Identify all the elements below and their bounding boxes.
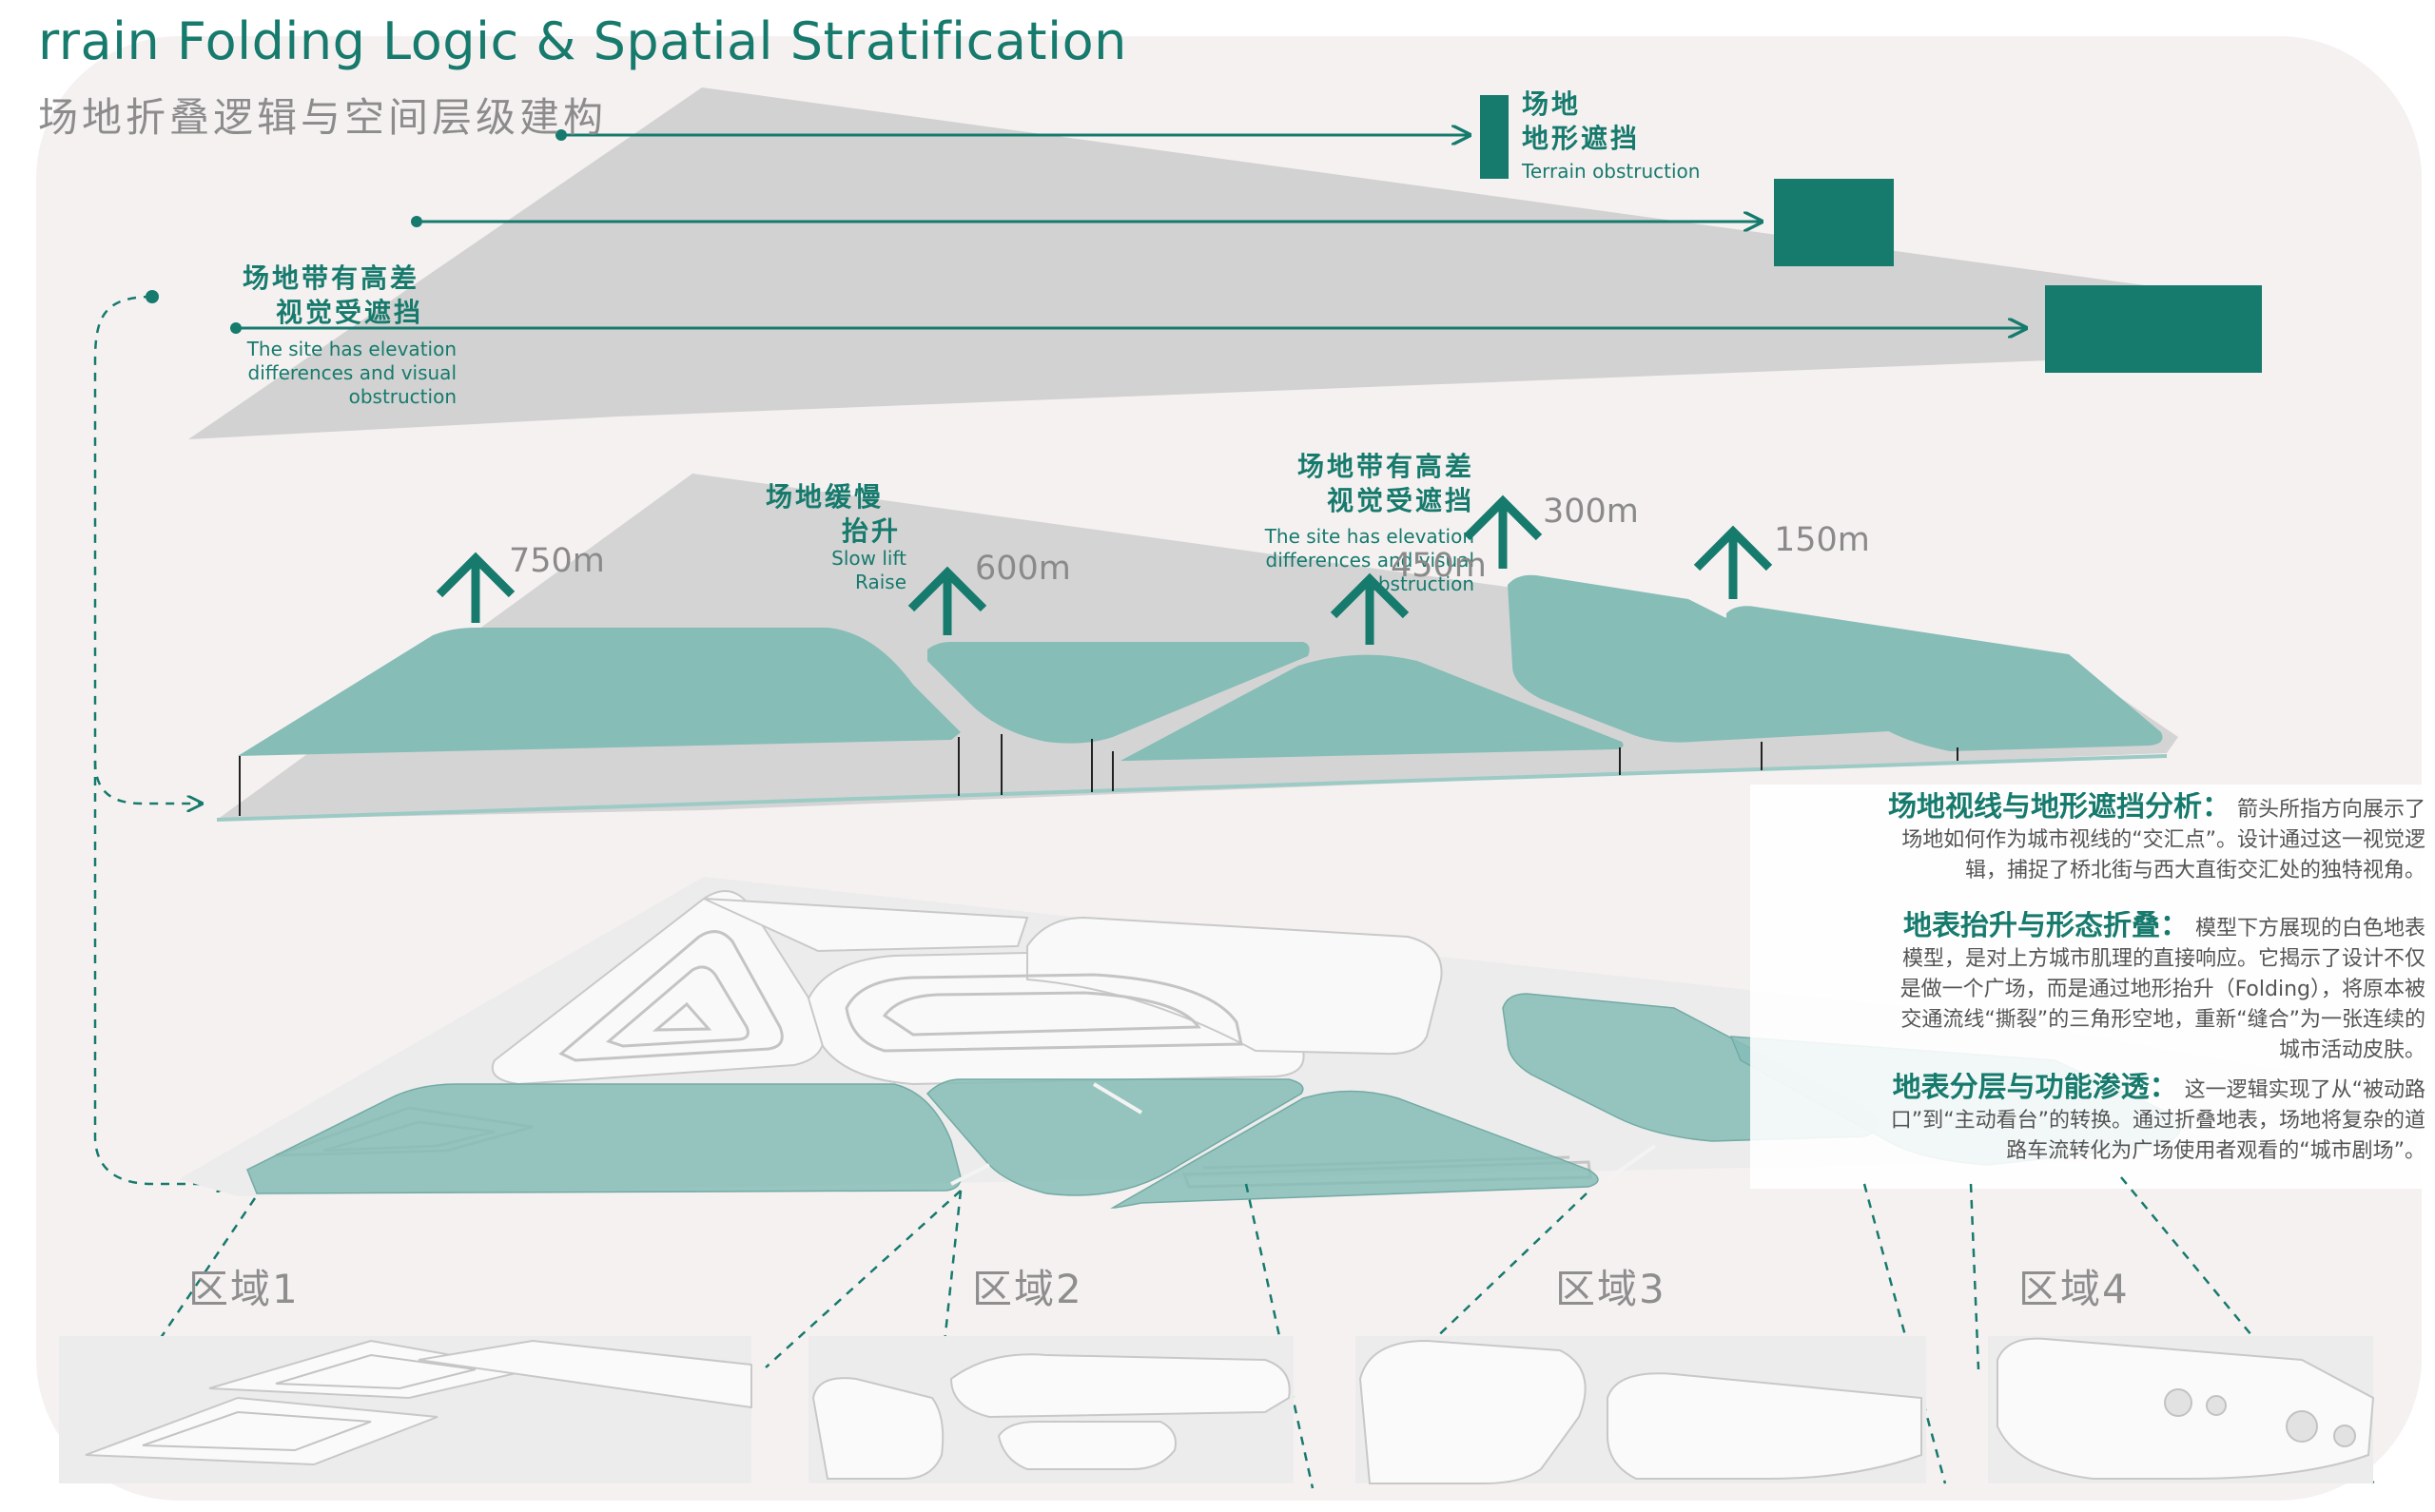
elevation-label-right-en-2: differences and visual [1265, 549, 1474, 572]
terrain-segment-1 [238, 628, 961, 756]
lift-arrow-450m [1330, 572, 1410, 645]
analysis-folding-line-3: 是做一个广场，而是通过地形抬升（Folding），将原本被 [1899, 978, 2425, 1001]
terrain-segment-3 [1120, 654, 1624, 761]
zone-label-2: 区域2 [972, 1266, 1083, 1312]
distance-label-750m: 750m [509, 542, 605, 580]
title-english: rrain Folding Logic & Spatial Stratifica… [38, 11, 1127, 71]
zone-label-3: 区域3 [1555, 1266, 1666, 1312]
slow-lift-label-en-1: Slow lift [831, 547, 906, 570]
analysis-sightline-line-3: 辑，捕捉了桥北街与西大直街交汇处的独特视角。 [1964, 859, 2425, 882]
terrain-obstruction-label-cn-2: 地形遮挡 [1522, 123, 1641, 154]
lift-arrow-300m [1463, 494, 1543, 569]
lift-arrow-750m [436, 552, 516, 623]
analysis-panel [1750, 785, 2435, 1189]
connector-top-to-middle [93, 295, 202, 804]
analysis-stratification-line-1: 这一逻辑实现了从“被动路 [2184, 1078, 2425, 1102]
analysis-sightline-heading: 场地视线与地形遮挡分析： [1887, 792, 2230, 824]
distance-label-150m: 150m [1774, 521, 1870, 559]
slow-lift-label-en-2: Raise [855, 571, 906, 593]
distance-label-300m: 300m [1543, 493, 1639, 531]
analysis-folding-line-2: 模型，是对上方城市肌理的直接响应。它揭示了设计不仅 [1901, 947, 2425, 971]
terrain-support-posts [239, 734, 1958, 816]
sightline-1-dot [555, 129, 567, 141]
middle-base-line [216, 754, 2168, 822]
terrain-segment-4 [1508, 574, 1920, 743]
top-gray-plane [188, 87, 2145, 439]
analysis-folding-line-1: 模型下方展现的白色地表 [2194, 917, 2425, 940]
distance-label-600m: 600m [975, 550, 1071, 588]
elevation-label-left-cn-2: 视觉受遮挡 [276, 297, 424, 328]
zone-label-4: 区域4 [2018, 1266, 2130, 1312]
elevation-label-right-en-3: obstruction [1366, 572, 1474, 595]
terrain-block-1 [1480, 95, 1509, 179]
connector-top-to-bottom [93, 761, 231, 1184]
distance-label-450m: 450m [1391, 547, 1487, 585]
zone-thumbnails [59, 1336, 2375, 1484]
analysis-block-folding: 地表抬升与形态折叠： 模型下方展现的白色地表 模型，是对上方城市肌理的直接响应。… [1760, 911, 2425, 1066]
terrain-segment-2 [927, 642, 1310, 744]
terrain-block-3 [2045, 285, 2262, 373]
analysis-stratification-line-3: 路车流转化为广场使用者观看的“城市剧场”。 [2006, 1139, 2425, 1163]
analysis-stratification-line-2: 口”到“主动看台”的转换。通过折叠地表，场地将复杂的道 [1890, 1109, 2425, 1133]
sightline-2-dot [411, 216, 422, 227]
elevation-label-left-cn-1: 场地带有高差 [243, 262, 420, 294]
overlay-zone-2b [1110, 1090, 1599, 1209]
elevation-label-left-en-1: The site has elevation [246, 338, 457, 360]
slow-lift-label-cn-1: 场地缓慢 [766, 481, 885, 513]
overlay-zone-2a [925, 1078, 1304, 1196]
slow-lift-label-cn-2: 抬升 [842, 515, 902, 547]
lift-arrows [436, 494, 1773, 645]
white-terrain-model [491, 890, 1443, 1086]
elevation-label-right-cn-2: 视觉受遮挡 [1326, 485, 1474, 516]
lift-arrow-150m [1693, 525, 1773, 599]
lift-arrow-600m [907, 566, 987, 635]
analysis-stratification-heading: 地表分层与功能渗透： [1892, 1073, 2178, 1104]
elevation-label-right-cn-1: 场地带有高差 [1296, 451, 1474, 482]
zone-label-1: 区域1 [188, 1266, 300, 1312]
elevation-label-left-en-2: differences and visual [247, 361, 457, 384]
model-cutlines [950, 1082, 1657, 1186]
elevation-label-left-en-3: obstruction [348, 385, 457, 408]
elevation-label-right-en-1: The site has elevation [1264, 525, 1474, 548]
analysis-sightline-line-1: 箭头所指方向展示了 [2236, 798, 2425, 822]
connector-dot [146, 290, 159, 303]
title-chinese: 场地折叠逻辑与空间层级建构 [38, 94, 608, 141]
terrain-obstruction-label-cn-1: 场地 [1522, 88, 1582, 120]
overlay-zone-1 [246, 1083, 962, 1194]
sightline-3-dot [230, 322, 242, 334]
analysis-folding-line-5: 城市活动皮肤。 [2278, 1038, 2425, 1062]
analysis-folding-line-4: 交通流线“撕裂”的三角形空地，重新“缝合”为一张连续的 [1900, 1008, 2425, 1032]
terrain-obstruction-label-en: Terrain obstruction [1522, 160, 1701, 183]
analysis-folding-heading: 地表抬升与形态折叠： [1902, 911, 2189, 942]
analysis-block-stratification: 地表分层与功能渗透： 这一逻辑实现了从“被动路 口”到“主动看台”的转换。通过折… [1760, 1073, 2425, 1167]
analysis-block-sightline: 场地视线与地形遮挡分析： 箭头所指方向展示了 场地如何作为城市视线的“交汇点”。… [1760, 792, 2425, 886]
analysis-sightline-line-2: 场地如何作为城市视线的“交汇点”。设计通过这一视觉逻 [1901, 828, 2425, 852]
terrain-segment-5 [1726, 606, 2163, 751]
middle-teal-terrain [238, 574, 2163, 761]
terrain-block-2 [1774, 179, 1894, 266]
model-piece-left-flank [703, 898, 1029, 953]
